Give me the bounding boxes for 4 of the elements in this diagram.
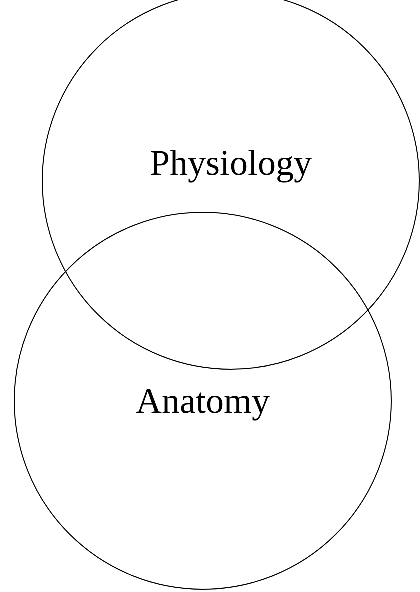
- circle-label: Physiology: [150, 143, 312, 183]
- venn-circle: [14, 212, 392, 590]
- circle-label: Anatomy: [136, 381, 270, 421]
- venn-circle: [42, 0, 420, 370]
